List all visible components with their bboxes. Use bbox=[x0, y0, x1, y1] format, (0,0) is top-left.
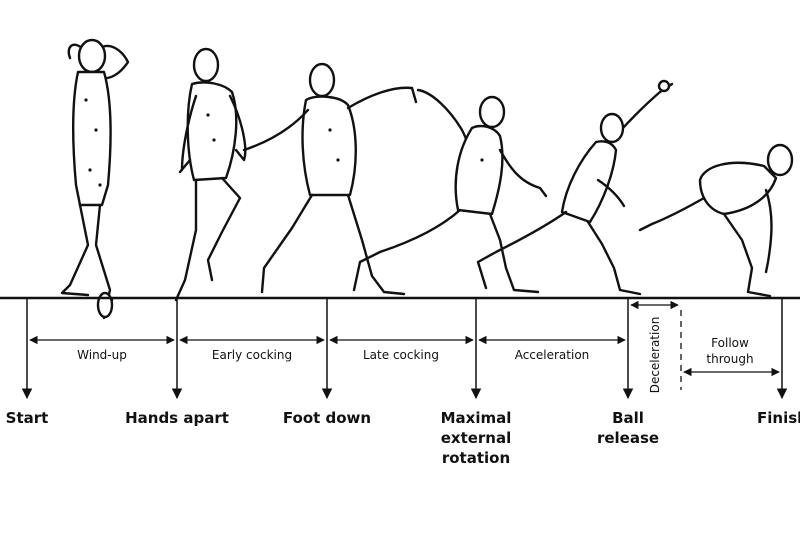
event-label-max-external-rotation-line2: external bbox=[441, 429, 512, 447]
event-label-foot-down: Foot down bbox=[283, 409, 371, 427]
phase-label-acceleration: Acceleration bbox=[515, 348, 590, 362]
ball-release-pitcher bbox=[476, 79, 674, 296]
phase-label-early-cocking: Early cocking bbox=[212, 348, 292, 362]
phase-label-follow-through-line2: through bbox=[706, 352, 753, 366]
hands-apart-pitcher bbox=[174, 47, 247, 302]
event-label-max-external-rotation-line3: rotation bbox=[442, 449, 510, 467]
phase-label-late-cocking: Late cocking bbox=[363, 348, 439, 362]
foot-down-pitcher bbox=[242, 62, 418, 296]
event-label-hands-apart: Hands apart bbox=[125, 409, 229, 427]
event-label-finish: Finish bbox=[757, 409, 800, 427]
finish-pitcher bbox=[638, 143, 794, 298]
event-label-ball-release-line1: Ball bbox=[612, 409, 644, 427]
phase-label-follow-through-line1: Follow bbox=[711, 336, 749, 350]
wind-up-pitcher bbox=[60, 38, 130, 320]
event-label-start: Start bbox=[6, 409, 49, 427]
max-external-rotation-pitcher bbox=[352, 88, 548, 294]
phase-label-wind-up: Wind-up bbox=[77, 348, 127, 362]
event-label-ball-release-line2: release bbox=[597, 429, 659, 447]
event-label-max-external-rotation-line1: Maximal bbox=[441, 409, 512, 427]
phase-label-deceleration: Deceleration bbox=[648, 317, 662, 394]
